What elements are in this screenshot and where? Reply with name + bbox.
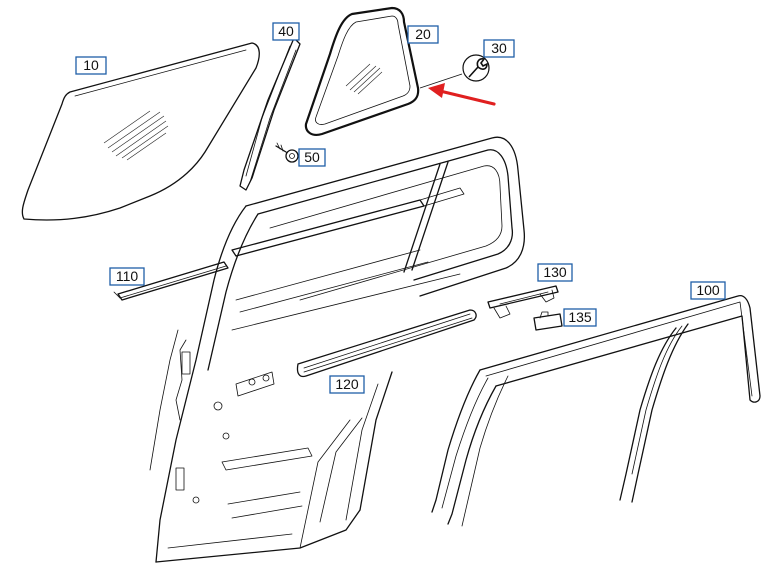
inner-belt-seal-part — [296, 309, 477, 378]
svg-text:130: 130 — [543, 264, 567, 280]
screw-icon — [275, 142, 299, 163]
glass-reflection-hatch — [103, 110, 169, 161]
glass-reflection-hatch — [345, 63, 383, 95]
callout-120: 120 — [329, 375, 365, 394]
window-glass-part — [21, 42, 260, 221]
callout-135: 135 — [563, 308, 597, 327]
callout-10: 10 — [75, 56, 107, 75]
svg-text:135: 135 — [568, 309, 592, 325]
callout-30: 30 — [483, 39, 515, 58]
quarter-window-part — [304, 6, 463, 136]
pillar-trim-strip-part — [239, 37, 301, 191]
svg-text:50: 50 — [304, 149, 320, 165]
svg-text:10: 10 — [83, 57, 99, 73]
callout-110: 110 — [109, 267, 145, 286]
arrow-indicator-icon — [428, 83, 496, 106]
wrench-icon — [462, 54, 490, 82]
svg-text:20: 20 — [415, 26, 431, 42]
callout-40: 40 — [272, 22, 300, 41]
guide-bracket-part — [487, 285, 559, 319]
svg-text:110: 110 — [116, 268, 139, 284]
callout-50: 50 — [298, 148, 326, 167]
outer-belt-seal-part — [113, 261, 229, 301]
svg-text:40: 40 — [278, 23, 294, 39]
svg-text:120: 120 — [335, 376, 359, 392]
callout-100: 100 — [690, 281, 726, 300]
callout-130: 130 — [537, 263, 573, 282]
svg-text:100: 100 — [696, 282, 720, 298]
window-channel-seal-part — [431, 294, 761, 527]
svg-text:30: 30 — [491, 40, 507, 56]
callout-20: 20 — [407, 25, 439, 44]
door-shell-part — [149, 136, 526, 563]
clip-part — [533, 311, 563, 331]
